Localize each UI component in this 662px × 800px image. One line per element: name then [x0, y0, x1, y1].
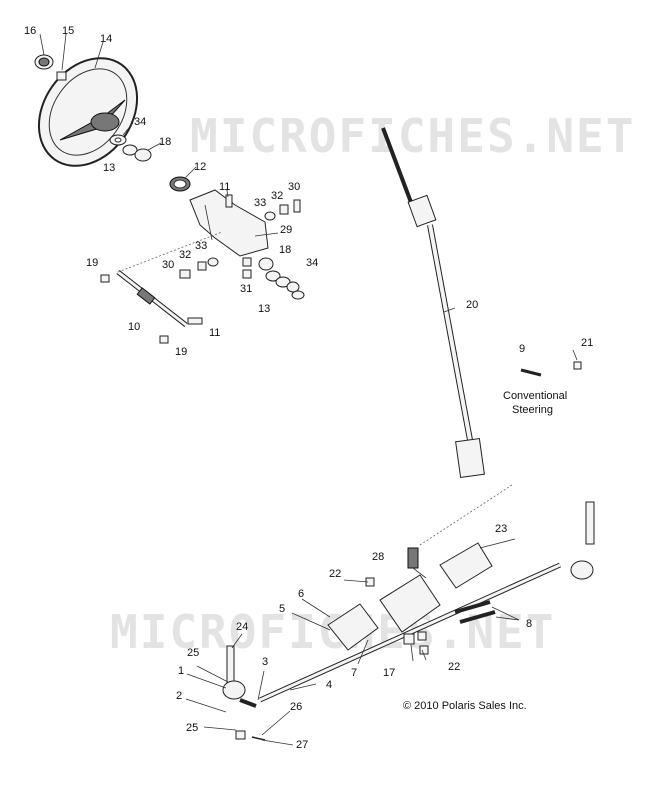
rack-assembly — [258, 542, 562, 703]
callout-32-mid: 32 — [179, 249, 191, 261]
callout-15: 15 — [62, 25, 74, 37]
callout-23: 23 — [495, 523, 507, 535]
tie-rod-end-right — [570, 501, 595, 580]
bolt-11-low — [187, 317, 203, 325]
washers-34-13 — [265, 270, 305, 300]
callout-22-top: 22 — [329, 568, 341, 580]
washer-33-mid — [207, 257, 219, 267]
callout-5: 5 — [279, 603, 285, 615]
column-bracket-29 — [189, 189, 269, 257]
callout-2: 2 — [176, 690, 182, 702]
callout-22-low: 22 — [448, 661, 460, 673]
bushing-12 — [169, 176, 191, 192]
callout-25-low: 25 — [186, 722, 198, 734]
steering-shaft-10 — [116, 270, 188, 327]
callout-12: 12 — [194, 161, 206, 173]
leader-lines — [39, 33, 578, 746]
callout-4: 4 — [326, 679, 332, 691]
callout-labels: 16 15 14 34 18 13 12 11 30 32 33 29 33 3… — [24, 25, 593, 751]
callout-24: 24 — [236, 621, 248, 633]
bushing-32-mid — [197, 261, 207, 271]
callout-26: 26 — [290, 701, 302, 713]
callout-28: 28 — [372, 551, 384, 563]
washer-34-top — [109, 134, 127, 146]
callout-7: 7 — [351, 667, 357, 679]
bolts-8 — [454, 600, 496, 624]
bolt-11-top — [225, 194, 233, 208]
callout-9: 9 — [519, 343, 525, 355]
nut-21 — [573, 361, 582, 370]
seal-18-top — [134, 148, 152, 162]
callout-33-mid: 33 — [195, 240, 207, 252]
bolt-17 — [403, 633, 415, 645]
callout-3: 3 — [262, 656, 268, 668]
callout-34-mid: 34 — [306, 257, 318, 269]
note-line-1: Conventional — [503, 390, 567, 402]
callout-14: 14 — [100, 33, 112, 45]
callout-27: 27 — [296, 739, 308, 751]
callout-29: 29 — [280, 224, 292, 236]
callout-13-top: 13 — [103, 162, 115, 174]
callout-34-top: 34 — [134, 116, 146, 128]
callout-8: 8 — [526, 618, 532, 630]
callout-11-top: 11 — [219, 181, 230, 193]
callout-33-top: 33 — [254, 197, 266, 209]
nut-19-b — [159, 335, 169, 344]
cotter-pin-27 — [251, 736, 266, 741]
note-line-2: Steering — [512, 404, 553, 416]
callout-21: 21 — [581, 337, 593, 349]
callout-20: 20 — [466, 299, 478, 311]
callout-18-top: 18 — [159, 136, 171, 148]
callout-6: 6 — [298, 588, 304, 600]
watermark-top: MICROFICHES.NET — [190, 109, 635, 163]
callout-18-mid: 18 — [279, 244, 291, 256]
intermediate-shaft-20 — [381, 127, 485, 479]
callout-17: 17 — [383, 667, 395, 679]
bolt-30-mid — [179, 269, 191, 279]
callout-19-b: 19 — [175, 346, 187, 358]
cap-16 — [34, 54, 54, 70]
copyright-text: © 2010 Polaris Sales Inc. — [403, 700, 527, 712]
washer-33-top — [264, 211, 276, 221]
callout-1: 1 — [178, 665, 184, 677]
bushing-32-top — [279, 204, 289, 215]
callout-31: 31 — [240, 283, 252, 295]
callout-19-a: 19 — [86, 257, 98, 269]
nuts-22 — [365, 577, 429, 655]
callout-32-top: 32 — [271, 190, 283, 202]
bolt-30-top — [293, 199, 301, 213]
callout-11-low: 11 — [209, 327, 220, 339]
callout-30-top: 30 — [288, 181, 300, 193]
nut-31 — [242, 257, 252, 279]
watermark-bottom: MICROFICHES.NET — [110, 605, 555, 659]
callout-10: 10 — [128, 321, 140, 333]
bolt-9 — [520, 368, 542, 377]
ring-13-top — [122, 144, 138, 156]
seal-18-mid — [258, 257, 274, 271]
nut-25-low — [235, 730, 246, 740]
callout-13-mid: 13 — [258, 303, 270, 315]
nut-19-a — [100, 274, 110, 283]
callout-30-mid: 30 — [162, 259, 174, 271]
nut-15 — [56, 71, 67, 81]
callout-25-top: 25 — [187, 647, 199, 659]
callout-16: 16 — [24, 25, 36, 37]
tie-rod-end-left — [222, 645, 257, 708]
